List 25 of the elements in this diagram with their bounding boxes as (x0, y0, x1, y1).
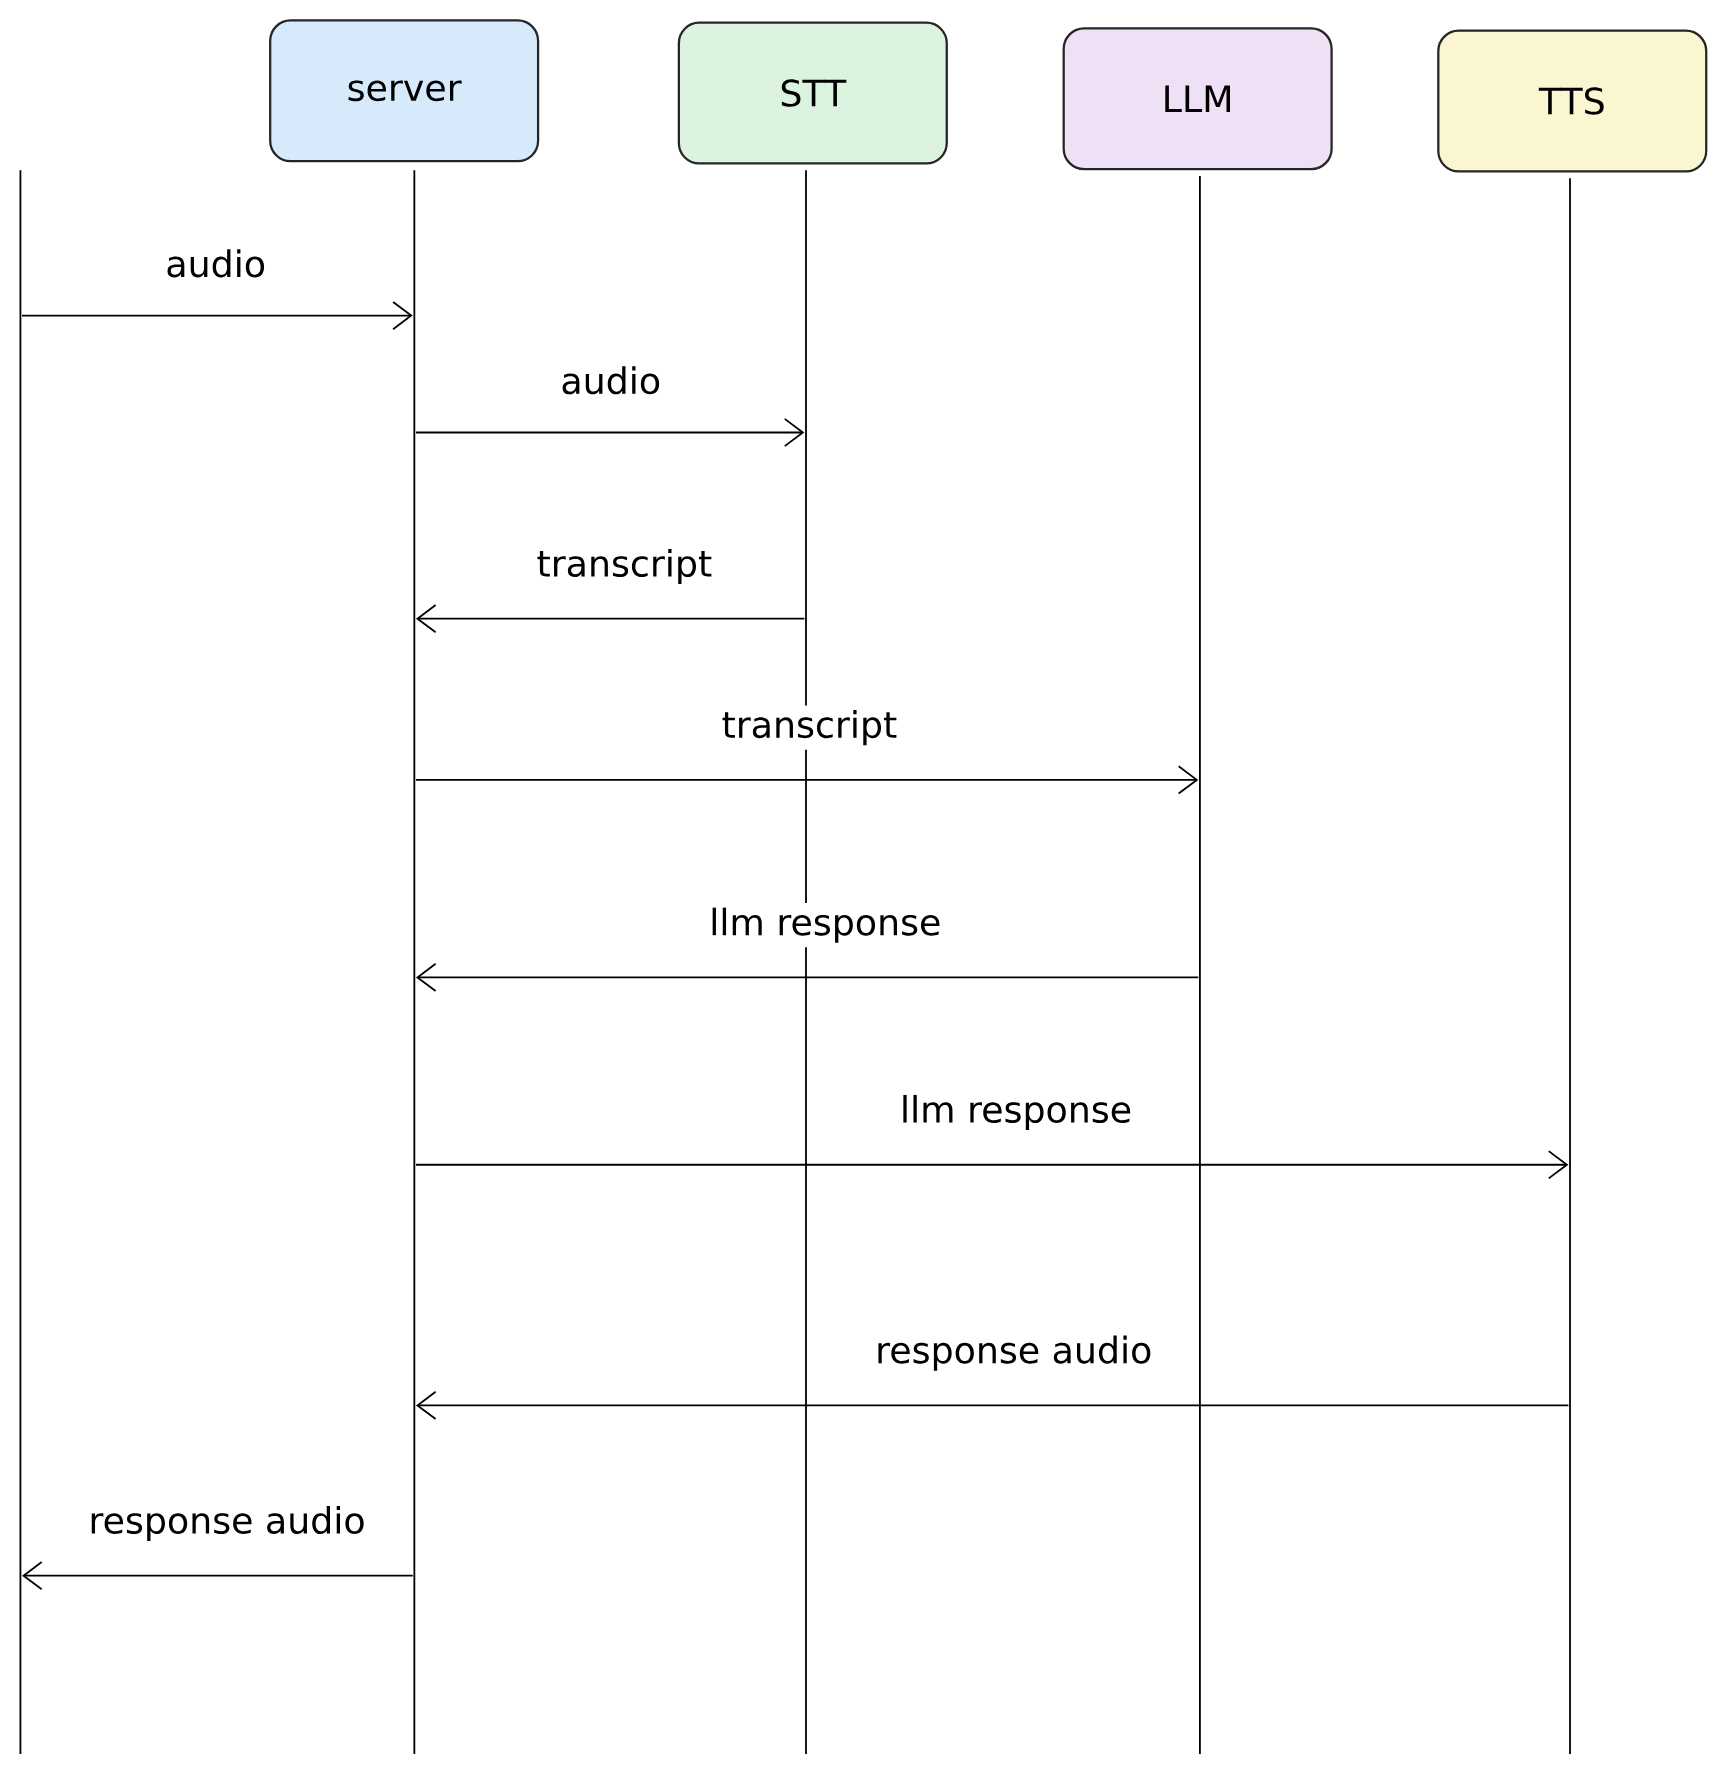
message-arrow (21, 301, 413, 331)
edge-label: llm response (903, 1094, 1131, 1131)
edge-label: llm response (712, 907, 940, 943)
participant-box: server (269, 19, 540, 163)
edge-label: audio (167, 249, 265, 278)
message-arrow (415, 1150, 1569, 1180)
participant-box: STT (677, 21, 948, 165)
participant-box: TTS (1437, 29, 1708, 173)
edge-label: response audio (878, 1335, 1151, 1371)
lifeline (805, 169, 807, 1755)
edge-label: response audio (91, 1505, 364, 1542)
message-arrow (416, 962, 1200, 992)
lifeline (1569, 177, 1571, 1755)
edge-label: audio (562, 366, 660, 395)
edge-label: transcript (537, 548, 712, 585)
message-arrow (416, 1390, 1570, 1420)
lifeline (413, 169, 416, 1755)
lifeline (1199, 175, 1201, 1755)
participant-box: LLM (1062, 27, 1333, 171)
message-arrow (415, 418, 805, 448)
message-arrow (416, 604, 806, 634)
message-arrow (415, 765, 1199, 795)
lifeline (19, 169, 22, 1755)
edge-label: transcript (722, 710, 897, 746)
message-arrow (22, 1561, 414, 1591)
